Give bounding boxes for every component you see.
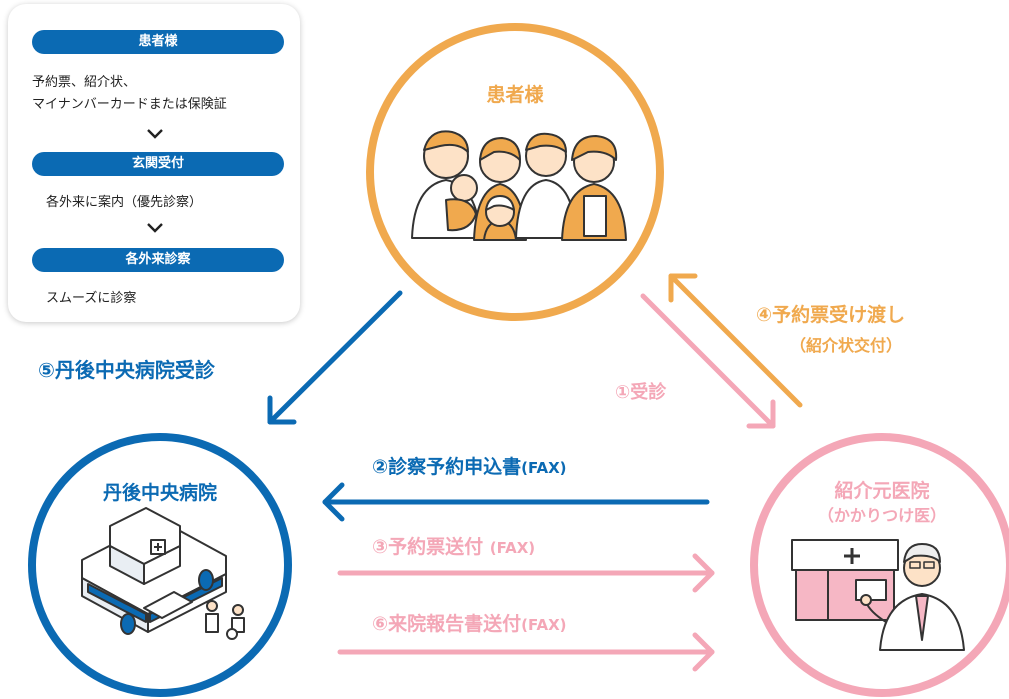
step-reception-text: 各外来に案内（優先診察） bbox=[46, 195, 203, 210]
label-step-3-fax: (FAX) bbox=[489, 539, 536, 557]
step-patient-line2: マイナンバーカードまたは保険証 bbox=[32, 97, 227, 112]
flow-card: 患者様 予約票、紹介状、 マイナンバーカードまたは保険証 玄関受付 各外来に案内… bbox=[8, 4, 300, 322]
label-step-6: ⑥来院報告書送付(FAX) bbox=[372, 609, 567, 636]
label-step-3-main: ③予約票送付 bbox=[372, 536, 484, 558]
label-step-6-main: ⑥来院報告書送付 bbox=[372, 613, 522, 635]
card-pointer bbox=[138, 320, 160, 338]
label-step-2: ②診察予約申込書(FAX) bbox=[372, 452, 567, 479]
arrow-5 bbox=[267, 290, 403, 425]
step-outpatient-text: スムーズに診察 bbox=[46, 291, 137, 306]
label-step-6-fax: (FAX) bbox=[521, 616, 567, 634]
chevron-down-icon bbox=[147, 223, 163, 233]
label-step-4: ④予約票受け渡し bbox=[756, 304, 906, 326]
clinic-subtitle: （かかりつけ医） bbox=[817, 506, 947, 525]
arrow-2 bbox=[322, 482, 710, 522]
hospital-building-illustration bbox=[81, 507, 245, 640]
clinic-doctor-illustration bbox=[791, 539, 965, 651]
step-reception-pill: 玄関受付 bbox=[32, 152, 284, 176]
clinic-title: 紹介元医院 bbox=[834, 480, 930, 502]
label-step-5: ⑤丹後中央病院受診 bbox=[38, 358, 215, 382]
arrow-6 bbox=[337, 632, 715, 672]
label-step-2-main: ②診察予約申込書 bbox=[372, 456, 522, 478]
label-step-2-fax: (FAX) bbox=[521, 459, 567, 477]
arrow-3 bbox=[337, 553, 715, 593]
family-illustration bbox=[411, 130, 627, 241]
label-step-3: ③予約票送付 (FAX) bbox=[372, 532, 535, 559]
patient-title: 患者様 bbox=[486, 84, 544, 106]
step-patient-line1: 予約票、紹介状、 bbox=[32, 75, 137, 90]
arrow-4 bbox=[668, 273, 803, 408]
arrow-1 bbox=[640, 293, 776, 429]
label-step-1: ①受診 bbox=[615, 382, 667, 403]
chevron-down-icon bbox=[147, 129, 163, 139]
step-outpatient-pill: 各外来診察 bbox=[32, 248, 284, 272]
step-patient-pill: 患者様 bbox=[32, 30, 284, 54]
hospital-title: 丹後中央病院 bbox=[102, 482, 217, 504]
label-step-4-sub: （紹介状交付） bbox=[790, 336, 903, 355]
